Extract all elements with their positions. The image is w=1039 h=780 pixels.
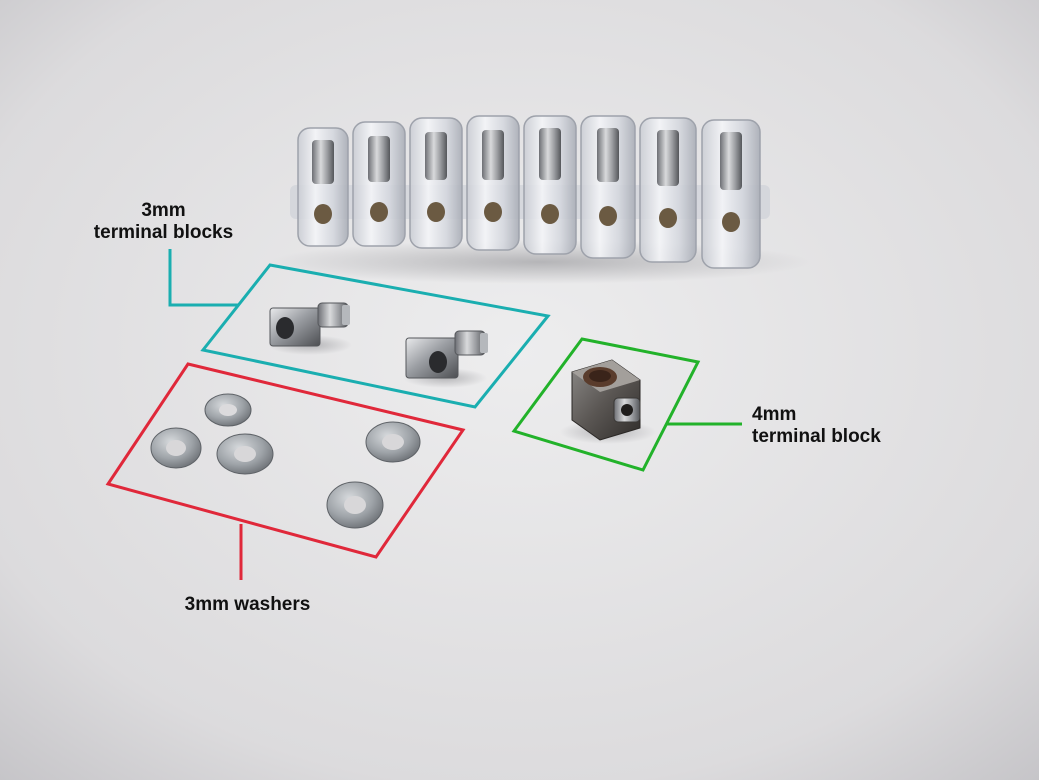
label-3mm-terminal-blocks-line1: 3mm [141,200,186,221]
terminal-strip-unit [523,115,577,255]
small-terminal-block [268,302,352,355]
label-4mm-terminal-block-line1: 4mm [752,404,797,425]
washer [326,481,384,529]
label-3mm-terminal-blocks: 3mm terminal blocks [76,200,251,244]
washer [365,421,421,463]
small-terminal-block [403,330,488,388]
terminal-strip-unit [352,121,406,247]
washer [216,433,274,475]
terminal-strip-unit [580,115,636,259]
label-4mm-terminal-block-line2: terminal block [752,426,881,447]
washer [204,393,252,427]
washer [150,427,202,469]
terminal-strip-unit [701,119,761,269]
terminal-strip-unit [297,127,349,247]
label-3mm-terminal-blocks-line2: terminal blocks [93,222,234,243]
label-4mm-terminal-block: 4mm terminal block [752,404,912,448]
cyan-leader-line [168,249,238,307]
terminal-strip-unit [409,117,463,249]
green-outline-box [511,337,701,472]
red-outline-box [105,362,466,559]
terminal-strip-unit [466,115,520,251]
cyan-outline-box [200,263,551,409]
terminal-strip-unit [639,117,697,263]
label-3mm-washers: 3mm washers [184,594,311,615]
large-terminal-block [560,359,656,444]
terminal-strip [270,115,810,284]
